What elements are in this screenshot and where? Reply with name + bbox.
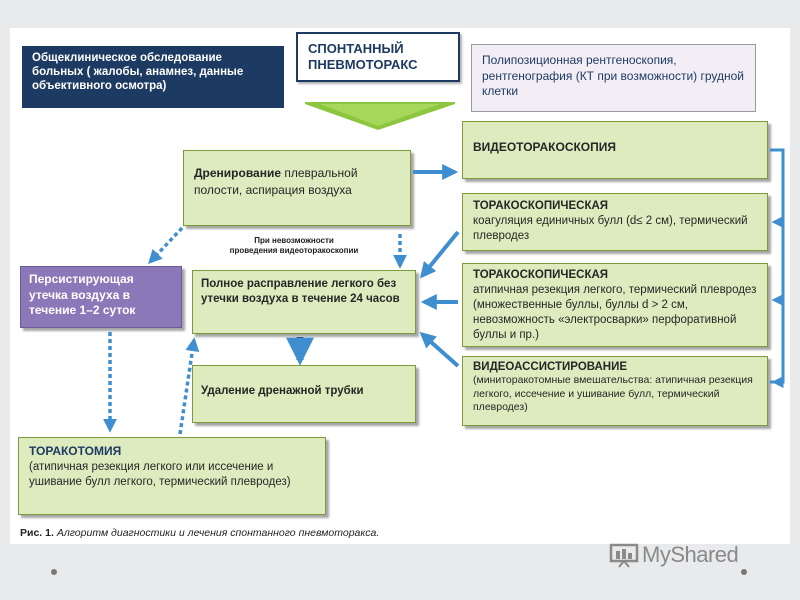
video-assisted-box: ВИДЕОАССИСТИРОВАНИЕ (миниторакотомные вм… (462, 356, 768, 426)
thoracoscopic-coag-box: ТОРАКОСКОПИЧЕСКАЯ коагуляция единичных б… (462, 193, 768, 251)
logo-text: MyShared (642, 542, 739, 567)
thoraco1-head: ТОРАКОСКОПИЧЕСКАЯ (473, 200, 609, 212)
thoracotomy-text: (атипичная резекция легкого или иссечени… (29, 460, 291, 488)
note-line2: проведения видеоторакоскопии (229, 245, 359, 255)
thoracotomy-head: ТОРАКОТОМИЯ (29, 444, 122, 458)
myshared-logo: MyShared (608, 540, 739, 570)
persist-text: Персистирующая утечка воздуха в течение … (29, 272, 136, 318)
title-line2: ПНЕВМОТОРАКС (308, 56, 418, 72)
vts-text: ВИДЕОТОРАКОСКОПИЯ (473, 140, 617, 154)
thoracoscopic-resection-box: ТОРАКОСКОПИЧЕСКАЯ атипичная резекция лег… (462, 263, 768, 347)
removal-box: Удаление дренажной трубки (192, 365, 416, 423)
arrow-thoracotomy-to-expansion (178, 337, 200, 435)
title-box: СПОНТАННЫЙ ПНЕВМОТОРАКС (296, 32, 460, 82)
right-dot (741, 569, 747, 575)
persist-box: Персистирующая утечка воздуха в течение … (20, 266, 182, 328)
video-head: ВИДЕОАССИСТИРОВАНИЕ (473, 361, 628, 373)
funnel-arrow-shade (320, 104, 440, 126)
xray-box-text: Полипозиционная рентгеноскопия, рентгено… (482, 53, 745, 99)
figure-caption: Рис. 1. Алгоритм диагностики и лечения с… (20, 527, 379, 539)
left-dot (51, 569, 57, 575)
presentation-icon (609, 543, 639, 568)
note-line1: При невозможности (254, 236, 334, 245)
right-bracket (770, 148, 785, 384)
removal-text: Удаление дренажной трубки (201, 385, 364, 397)
thoracotomy-box: ТОРАКОТОМИЯ (атипичная резекция легкого … (18, 437, 326, 515)
vts-box: ВИДЕОТОРАКОСКОПИЯ (462, 121, 768, 179)
impossibility-note: При невозможности проведения видеоторако… (214, 236, 374, 255)
xray-box: Полипозиционная рентгеноскопия, рентгено… (471, 44, 756, 112)
arrow-coag-to-expansion (419, 230, 460, 279)
arrow-video-to-expansion (419, 331, 460, 368)
thoraco2-text: атипичная резекция легкого, термический … (473, 283, 757, 341)
caption-label: Рис. 1. (20, 527, 54, 539)
drainage-head: Дренирование (194, 166, 282, 180)
arrow-drainage-to-persist (148, 226, 184, 265)
thoraco2-head: ТОРАКОСКОПИЧЕСКАЯ (473, 269, 609, 281)
drainage-box: Дренирование плевральной полости, аспира… (183, 150, 411, 226)
thoraco1-text: коагуляция единичных булл (d≤ 2 см), тер… (473, 214, 748, 242)
exam-box-text: Общеклиническое обследование больных ( ж… (32, 52, 244, 92)
video-text: (миниторакотомные вмешательства: атипичн… (473, 374, 753, 413)
drainage-text: плевральной полости, аспирация воздуха (194, 166, 358, 197)
exam-box: Общеклиническое обследование больных ( ж… (22, 46, 284, 108)
title-line1: СПОНТАННЫЙ (308, 41, 404, 56)
expansion-box: Полное расправление легкого без утечки в… (192, 270, 416, 334)
caption-text: Алгоритм диагностики и лечения спонтанно… (56, 527, 380, 539)
expansion-text: Полное расправление легкого без утечки в… (201, 278, 400, 305)
